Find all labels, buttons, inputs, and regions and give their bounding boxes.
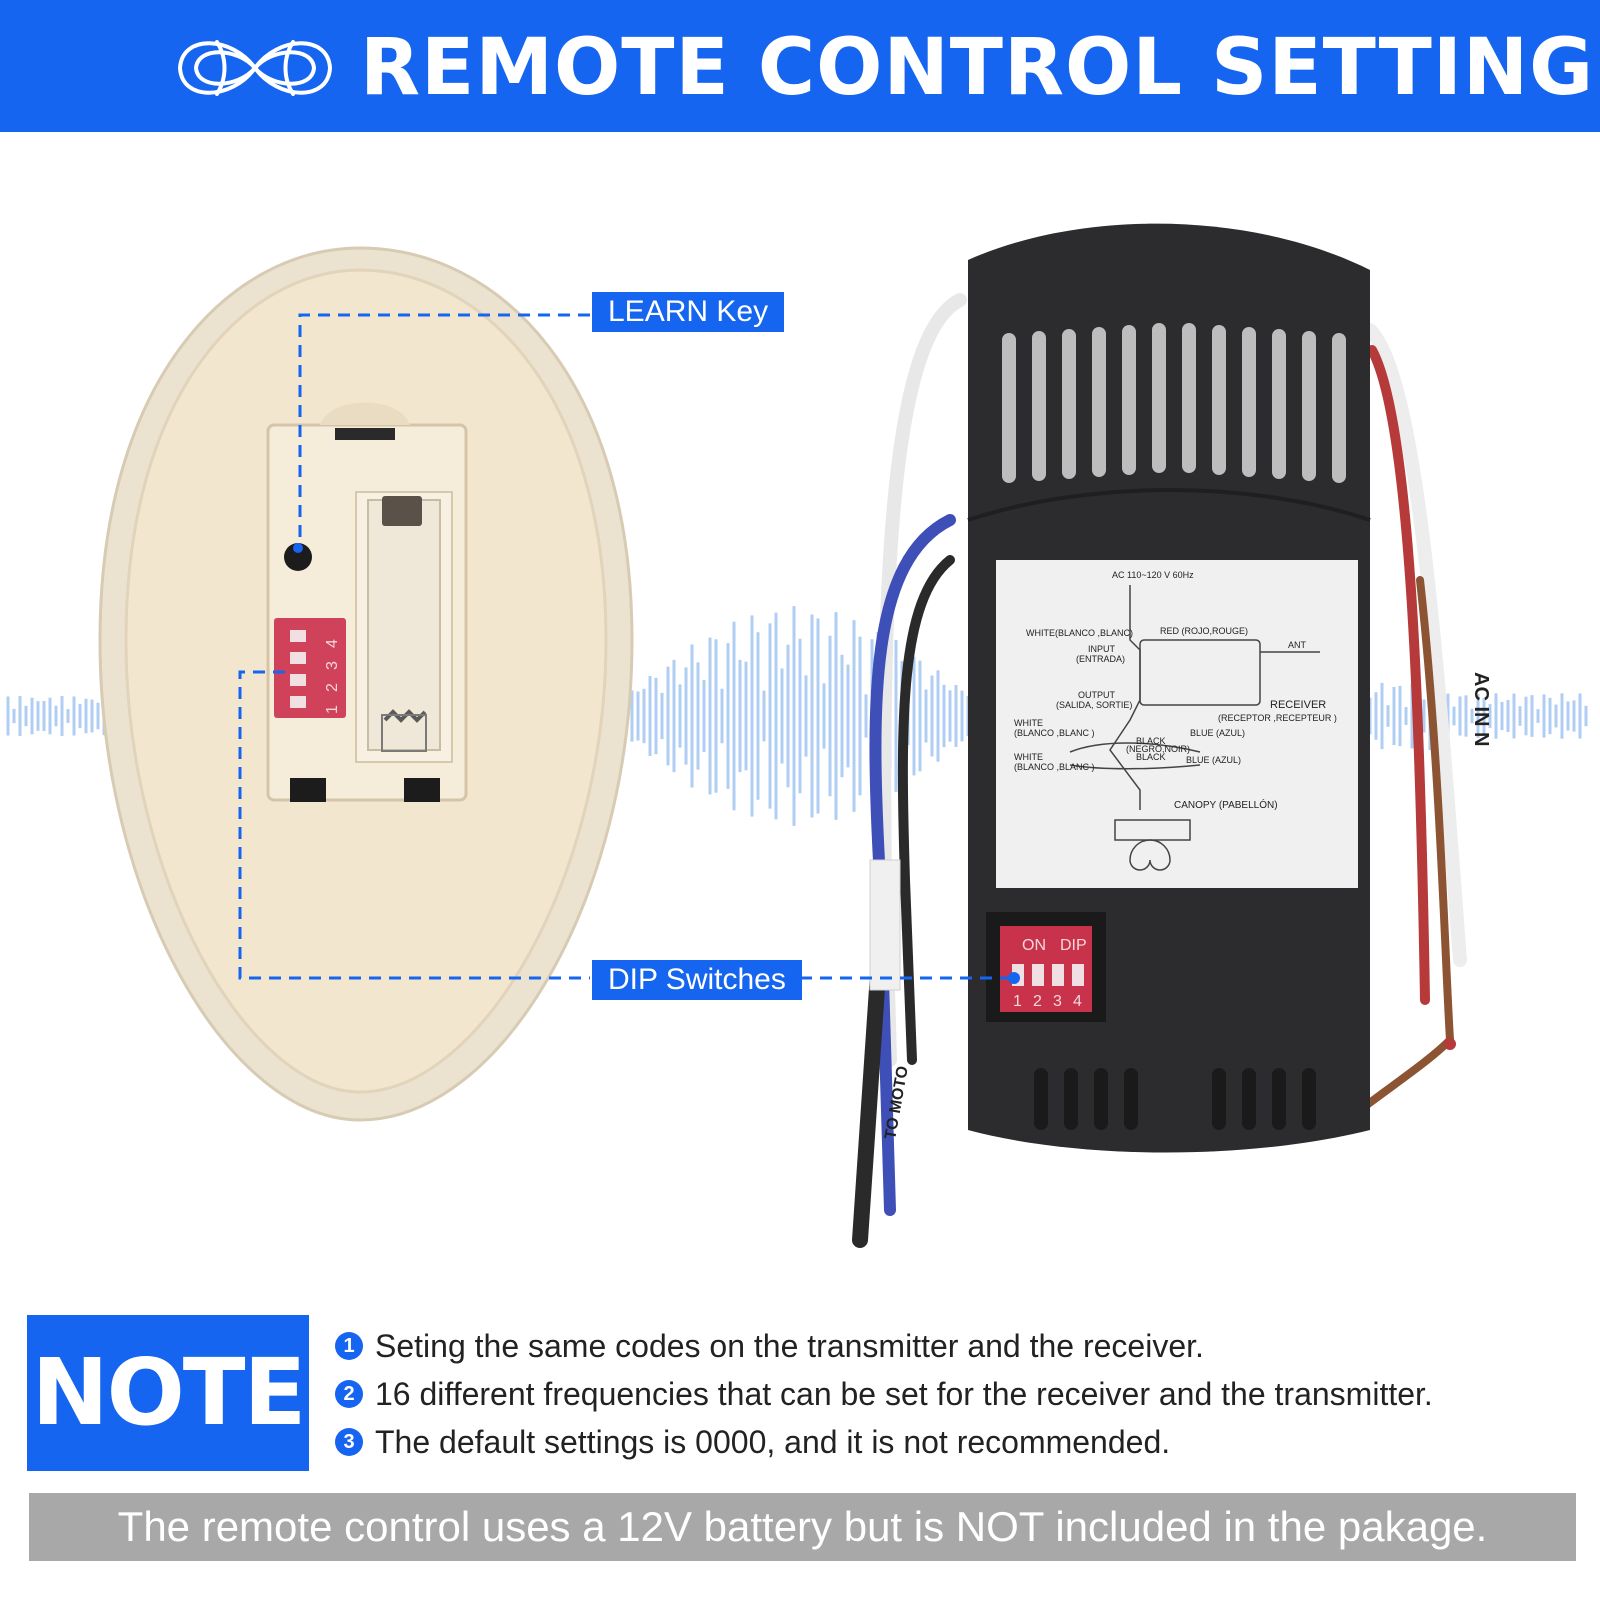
remote-transmitter [98,246,634,1122]
vent-slot [1034,1068,1048,1130]
fan-receiver: AC 110~120 V 60Hz WHITE(BLANCO ,BLANC) R… [882,223,1492,1153]
diagram-ant-label: ANT [1288,640,1307,650]
vent-slot [1092,327,1106,477]
vent-slot [1152,323,1166,473]
receiver-wires [852,293,1467,1248]
dip-dip-label: DIP [1060,937,1087,954]
vent-slot [1302,331,1316,481]
note-text: Seting the same codes on the transmitter… [375,1328,1204,1364]
battery-slot [367,499,441,751]
remote-dip-num-4: 4 [324,639,341,648]
remote-dip-num-1: 1 [324,705,341,714]
header-banner: REMOTE CONTROL SETTING [0,0,1600,132]
vent-slot [1212,325,1226,475]
note-badge: NOTE [27,1315,309,1471]
dip-num-4: 4 [1073,993,1082,1010]
learn-key-button [284,543,312,571]
note-text: 16 different frequencies that can be set… [375,1376,1433,1412]
diagram-white-1-es-label: (BLANCO ,BLANC ) [1014,728,1095,738]
dip-num-1: 1 [1013,993,1022,1010]
dip-num-3: 3 [1053,993,1062,1010]
diagram-red-label: RED (ROJO,ROUGE) [1160,626,1248,636]
vent-slot [1332,333,1346,483]
vent-slots [1002,323,1346,483]
vent-slot [1242,1068,1256,1130]
note-item: 2 16 different frequencies that can be s… [335,1370,1585,1418]
battery-disclaimer: The remote control uses a 12V battery bu… [29,1493,1576,1561]
diagram-white-2-es-label: (BLANCO ,BLANC ) [1014,762,1095,772]
product-scene: AC 110~120 V 60Hz WHITE(BLANCO ,BLANC) R… [6,223,1588,1248]
vent-slot [1094,1068,1108,1130]
vent-slot [1242,327,1256,477]
diagram-power-label: AC 110~120 V 60Hz [1112,570,1194,580]
wiring-diagram-label [996,560,1358,888]
vent-slot [1272,1068,1286,1130]
note-item: 1 Seting the same codes on the transmitt… [335,1322,1585,1370]
note-text: The default settings is 0000, and it is … [375,1424,1171,1460]
diagram-input-label: INPUT [1088,644,1116,654]
diagram-output-label: OUTPUT [1078,690,1116,700]
page-title: REMOTE CONTROL SETTING [360,23,1595,113]
diagram-output-es-label: (SALIDA, SORTIE) [1056,700,1132,710]
diagram-black-2-label: BLACK [1136,752,1166,762]
diagram-input-es-label: (ENTRADA) [1076,654,1125,664]
number-2-icon: 2 [335,1380,363,1408]
dip-leader-left [238,670,590,980]
note-item: 3 The default settings is 0000, and it i… [335,1418,1585,1466]
wire-label-ac-in: AC IN N [1470,672,1492,746]
vent-slot [1032,331,1046,481]
learn-key-callout: LEARN Key [592,292,785,332]
vent-slot [1302,1068,1316,1130]
remote-dip-num-3: 3 [324,661,341,670]
vent-slot [1064,1068,1078,1130]
vent-slot [1182,323,1196,473]
number-1-icon: 1 [335,1332,363,1360]
vent-slot [1002,333,1016,483]
diagram-white-1-label: WHITE [1014,718,1043,728]
dip-num-2: 2 [1033,993,1042,1010]
diagram-black-es-label: (NEGRO,NOIR) [1126,744,1190,754]
diagram-blue-2-label: BLUE (AZUL) [1186,755,1241,765]
vent-slot [1122,325,1136,475]
diagram-black-label: BLACK [1136,736,1166,746]
diagram-receiver-label: RECEIVER [1270,699,1326,711]
note-list: 1 Seting the same codes on the transmitt… [335,1322,1585,1466]
diagram-blue-1-label: BLUE (AZUL) [1190,728,1245,738]
diagram-canopy-label: CANOPY (PABELLÓN) [1174,798,1278,811]
dip-on-label: ON [1022,937,1046,954]
dip-switches-callout: DIP Switches [592,960,802,1000]
vent-slot [1272,329,1286,479]
number-3-icon: 3 [335,1428,363,1456]
infinity-knot-icon [177,40,333,96]
remote-dip-num-2: 2 [324,683,341,692]
learn-key-leader [298,313,590,545]
diagram-white-in-label: WHITE(BLANCO ,BLANC) [1026,628,1133,638]
diagram-receiver-es-label: (RECEPTOR ,RECEPTEUR ) [1218,713,1337,723]
remote-dip-switch [274,618,346,718]
vent-slot [1062,329,1076,479]
vent-slot [1124,1068,1138,1130]
vent-slot [1212,1068,1226,1130]
diagram-white-2-label: WHITE [1014,752,1043,762]
